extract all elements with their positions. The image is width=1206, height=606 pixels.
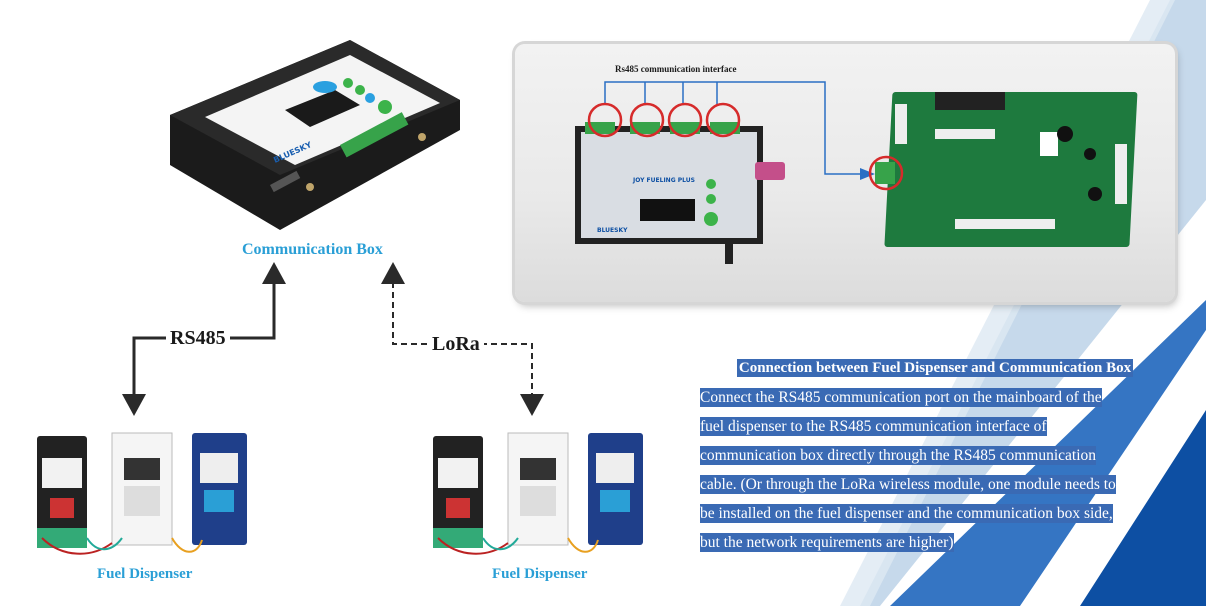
port-highlight-1 xyxy=(587,102,623,138)
port-highlight-2 xyxy=(629,102,665,138)
rs485-label: RS485 xyxy=(166,327,230,350)
communication-box-image: BLUESKY xyxy=(170,40,460,230)
fuel-dispenser-image-left xyxy=(37,432,247,555)
description-line: communication box directly through the R… xyxy=(700,446,1097,465)
port-highlight-4 xyxy=(705,102,741,138)
rs485-arrow-up xyxy=(262,262,286,284)
interface-label: Rs485 communication interface xyxy=(615,64,736,74)
description-line: Connect the RS485 communication port on … xyxy=(700,388,1102,407)
description-block: Connection between Fuel Dispenser and Co… xyxy=(700,359,1170,552)
description-line: fuel dispenser to the RS485 communicatio… xyxy=(700,417,1047,436)
mainboard-port-highlight xyxy=(868,155,904,191)
device-brand: JOY FUELING PLUS xyxy=(632,177,695,184)
rs485-arrow-down xyxy=(122,394,146,416)
lora-arrow-down xyxy=(520,394,544,416)
fuel-dispenser-image-right xyxy=(433,432,643,555)
port-highlight-3 xyxy=(667,102,703,138)
communication-box-label: Communication Box xyxy=(242,241,383,258)
fuel-dispenser-label-right: Fuel Dispenser xyxy=(492,566,588,582)
lora-arrow-up xyxy=(381,262,405,284)
device-logo: BLUESKY xyxy=(597,227,628,234)
description-line: cable. (Or through the LoRa wireless mod… xyxy=(700,475,1116,494)
fuel-dispenser-label-left: Fuel Dispenser xyxy=(97,566,193,582)
wiring-photo: Rs485 communication interface JOY FUELIN… xyxy=(575,64,1138,264)
lora-label: LoRa xyxy=(428,333,484,356)
description-title: Connection between Fuel Dispenser and Co… xyxy=(736,359,1134,377)
description-line: but the network requirements are higher) xyxy=(700,533,954,552)
description-line: be installed on the fuel dispenser and t… xyxy=(700,504,1113,523)
